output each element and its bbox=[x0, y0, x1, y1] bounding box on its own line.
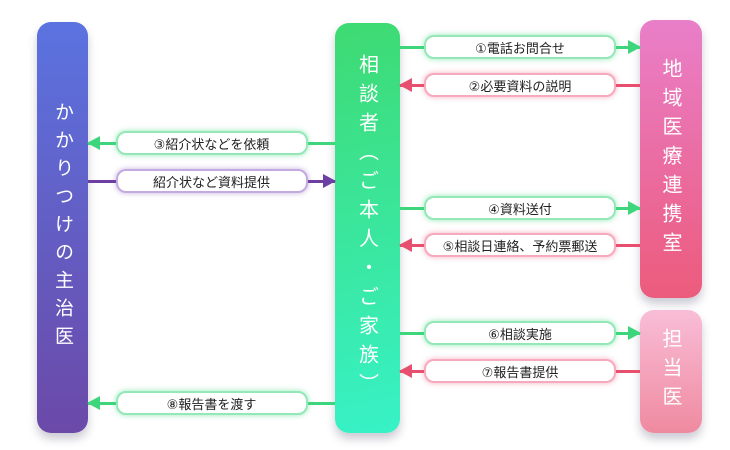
flow-referral-documents-provided: 紹介状など資料提供 bbox=[88, 169, 336, 193]
flow-label-box: ①電話お問合せ bbox=[424, 35, 616, 59]
flow-label: ③紹介状などを依頼 bbox=[153, 137, 270, 153]
arrow-right-icon bbox=[628, 326, 641, 340]
flow-label: ⑤相談日連絡、予約票郵送 bbox=[442, 239, 598, 255]
arrow-left-icon bbox=[87, 396, 100, 410]
flow-label: 紹介状など資料提供 bbox=[152, 175, 270, 191]
flow-label-box: ⑥相談実施 bbox=[424, 321, 616, 345]
flow-label-box: ⑦報告書提供 bbox=[424, 359, 616, 383]
flow-referral-request: ③紹介状などを依頼 bbox=[87, 131, 335, 155]
flow-send-documents: ④資料送付 bbox=[400, 196, 641, 220]
flow-label: ⑥相談実施 bbox=[488, 327, 552, 343]
flow-label: ⑧報告書を渡す bbox=[166, 397, 257, 413]
arrow-left-icon bbox=[399, 238, 412, 252]
flow-label-box: ②必要資料の説明 bbox=[424, 73, 616, 97]
flow-label-box: ③紹介状などを依頼 bbox=[115, 131, 308, 155]
arrow-right-icon bbox=[628, 40, 641, 54]
flow-label-box: ⑧報告書を渡す bbox=[115, 391, 308, 415]
flow-consultation-held: ⑥相談実施 bbox=[400, 321, 641, 345]
flow-label: ①電話お問合せ bbox=[475, 41, 565, 57]
flow-report-handover: ⑧報告書を渡す bbox=[87, 391, 335, 415]
consulter-pillar: 相談者（ご本人・ご家族） bbox=[335, 23, 400, 433]
arrow-right-icon bbox=[323, 174, 336, 188]
arrow-left-icon bbox=[87, 136, 100, 150]
flow-consultation-date-notice: ⑤相談日連絡、予約票郵送 bbox=[399, 233, 640, 257]
doctor-in-charge-label: 担当医 bbox=[659, 328, 683, 415]
flow-label: ④資料送付 bbox=[488, 202, 552, 218]
flow-label-box: 紹介状など資料提供 bbox=[115, 169, 308, 193]
arrow-left-icon bbox=[399, 364, 412, 378]
flow-label: ⑦報告書提供 bbox=[481, 365, 559, 381]
flow-phone-inquiry: ①電話お問合せ bbox=[400, 35, 641, 59]
flow-label-box: ④資料送付 bbox=[424, 196, 616, 220]
flow-report-provided: ⑦報告書提供 bbox=[399, 359, 640, 383]
primary-doctor-label: かかりつけの主治医 bbox=[52, 101, 74, 354]
flow-label-box: ⑤相談日連絡、予約票郵送 bbox=[424, 233, 616, 257]
regional-medical-cooperation-pillar: 地域医療連携室 bbox=[640, 20, 702, 298]
flow-label: ②必要資料の説明 bbox=[468, 79, 572, 95]
primary-doctor-pillar: かかりつけの主治医 bbox=[37, 22, 88, 433]
regional-medical-cooperation-label: 地域医療連携室 bbox=[659, 57, 683, 261]
arrow-right-icon bbox=[628, 201, 641, 215]
doctor-in-charge-pillar: 担当医 bbox=[640, 310, 702, 433]
flow-required-documents-explanation: ②必要資料の説明 bbox=[399, 73, 640, 97]
arrow-left-icon bbox=[399, 78, 412, 92]
consulter-label: 相談者（ご本人・ご家族） bbox=[355, 54, 380, 402]
